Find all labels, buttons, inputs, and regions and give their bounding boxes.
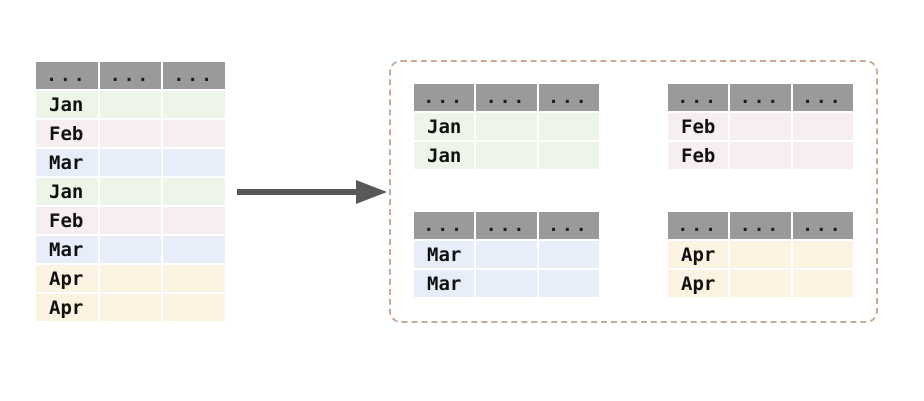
empty-cell	[792, 270, 853, 297]
empty-cell	[163, 207, 225, 234]
group-table-mar: ... ... ... Mar Mar	[414, 212, 599, 297]
empty-cell	[99, 120, 162, 147]
arrow-head	[356, 180, 387, 204]
header-cell: ...	[99, 62, 162, 89]
row-label-cell: Apr	[668, 241, 729, 268]
row-label-cell: Apr	[36, 265, 98, 292]
empty-cell	[476, 142, 537, 169]
header-cell: ...	[538, 84, 599, 111]
empty-cell	[163, 120, 225, 147]
empty-cell	[99, 207, 162, 234]
empty-cell	[538, 113, 599, 140]
empty-cell	[99, 149, 162, 176]
empty-cell	[730, 270, 791, 297]
group-table-apr: ... ... ... Apr Apr	[668, 212, 853, 297]
groups-container	[389, 60, 878, 323]
header-cell: ...	[792, 84, 853, 111]
empty-cell	[730, 113, 791, 140]
empty-cell	[163, 149, 225, 176]
empty-cell	[163, 294, 225, 321]
empty-cell	[163, 178, 225, 205]
group-table-feb: ... ... ... Feb Feb	[668, 84, 853, 169]
header-cell: ...	[414, 212, 475, 239]
row-label-cell: Mar	[36, 236, 98, 263]
empty-cell	[99, 265, 162, 292]
row-label-cell: Feb	[668, 113, 729, 140]
group-table-jan: ... ... ... Jan Jan	[414, 84, 599, 169]
header-cell: ...	[476, 84, 537, 111]
empty-cell	[730, 142, 791, 169]
empty-cell	[99, 294, 162, 321]
empty-cell	[99, 236, 162, 263]
header-cell: ...	[668, 84, 729, 111]
empty-cell	[99, 178, 162, 205]
empty-cell	[538, 241, 599, 268]
empty-cell	[792, 142, 853, 169]
row-label-cell: Feb	[36, 207, 98, 234]
empty-cell	[163, 236, 225, 263]
empty-cell	[476, 241, 537, 268]
row-label-cell: Mar	[36, 149, 98, 176]
empty-cell	[476, 270, 537, 297]
empty-cell	[99, 91, 162, 118]
empty-cell	[163, 91, 225, 118]
row-label-cell: Jan	[414, 142, 475, 169]
empty-cell	[730, 241, 791, 268]
header-cell: ...	[36, 62, 98, 89]
row-label-cell: Apr	[36, 294, 98, 321]
row-label-cell: Mar	[414, 270, 475, 297]
source-table: ... ... ... Jan Feb Mar Jan Feb	[36, 62, 225, 321]
header-cell: ...	[538, 212, 599, 239]
empty-cell	[476, 113, 537, 140]
header-cell: ...	[414, 84, 475, 111]
header-cell: ...	[476, 212, 537, 239]
header-cell: ...	[668, 212, 729, 239]
row-label-cell: Jan	[414, 113, 475, 140]
empty-cell	[163, 265, 225, 292]
empty-cell	[792, 113, 853, 140]
header-cell: ...	[730, 84, 791, 111]
row-label-cell: Jan	[36, 178, 98, 205]
empty-cell	[792, 241, 853, 268]
empty-cell	[538, 142, 599, 169]
row-label-cell: Mar	[414, 241, 475, 268]
header-cell: ...	[163, 62, 225, 89]
empty-cell	[538, 270, 599, 297]
split-arrow	[237, 178, 388, 206]
row-label-cell: Apr	[668, 270, 729, 297]
arrow-shaft	[237, 189, 359, 195]
row-label-cell: Jan	[36, 91, 98, 118]
row-label-cell: Feb	[668, 142, 729, 169]
row-label-cell: Feb	[36, 120, 98, 147]
header-cell: ...	[730, 212, 791, 239]
header-cell: ...	[792, 212, 853, 239]
